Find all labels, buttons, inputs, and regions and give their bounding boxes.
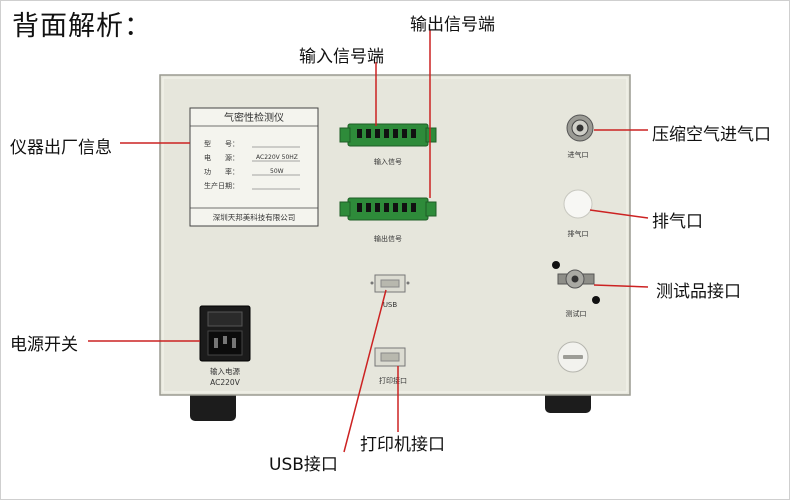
- nameplate-power-value: AC220V 50HZ: [256, 154, 298, 161]
- callout-usb: USB接口: [269, 455, 338, 475]
- port-cap: [557, 341, 589, 373]
- nameplate-company: 深圳天邦美科技有限公司: [213, 212, 296, 222]
- callout-factory-info: 仪器出厂信息: [10, 138, 112, 158]
- callout-test-port: 测试品接口: [656, 282, 741, 302]
- callout-power-switch: 电源开关: [10, 335, 78, 355]
- callout-printer: 打印机接口: [360, 435, 445, 455]
- nameplate-model-label: 型 号：: [204, 139, 239, 148]
- air-inlet-label: 进气口: [568, 150, 589, 159]
- printer-port-label: 打印接口: [379, 376, 407, 385]
- air-inlet-fitting: 进气口: [566, 114, 594, 159]
- nameplate-date-label: 生产日期：: [204, 181, 239, 190]
- nameplate-wattage-label: 功 率：: [204, 167, 239, 176]
- output-terminal-label: 输出信号: [374, 234, 402, 243]
- nameplate-wattage-value: 50W: [270, 168, 284, 175]
- input-signal-terminal: 输入信号: [339, 123, 437, 166]
- exhaust-label: 排气口: [568, 229, 589, 238]
- callout-compressed-air: 压缩空气进气口: [652, 125, 771, 145]
- callout-line-test: [593, 284, 649, 288]
- usb-port: USB: [370, 274, 410, 309]
- power-label-line2: AC220V: [210, 378, 241, 387]
- callout-lines: [88, 30, 649, 453]
- callout-line-exhaust: [589, 209, 649, 219]
- callout-line-usb: [343, 289, 387, 453]
- power-socket: 输入电源 AC220V: [199, 305, 251, 387]
- foot-left: [190, 389, 236, 421]
- test-port-fitting: 测试口: [552, 261, 600, 318]
- test-port-label: 测试口: [566, 309, 587, 318]
- input-terminal-label: 输入信号: [374, 157, 402, 166]
- nameplate-title: 气密性检测仪: [224, 111, 284, 124]
- usb-port-label: USB: [383, 301, 398, 309]
- nameplate: 气密性检测仪 型 号： 电 源： AC220V 50HZ 功 率： 50W 生产…: [189, 107, 319, 227]
- output-signal-terminal: 输出信号: [339, 197, 437, 243]
- exhaust-muffler: 排气口: [563, 189, 593, 238]
- nameplate-power-label: 电 源：: [204, 153, 239, 162]
- printer-port: 打印接口: [374, 347, 407, 385]
- power-label-line1: 输入电源: [210, 366, 240, 376]
- callout-output-signal: 输出信号端: [410, 15, 495, 35]
- callout-exhaust: 排气口: [652, 212, 703, 232]
- callout-input-signal: 输入信号端: [299, 47, 384, 67]
- page-heading: 背面解析：: [12, 11, 152, 42]
